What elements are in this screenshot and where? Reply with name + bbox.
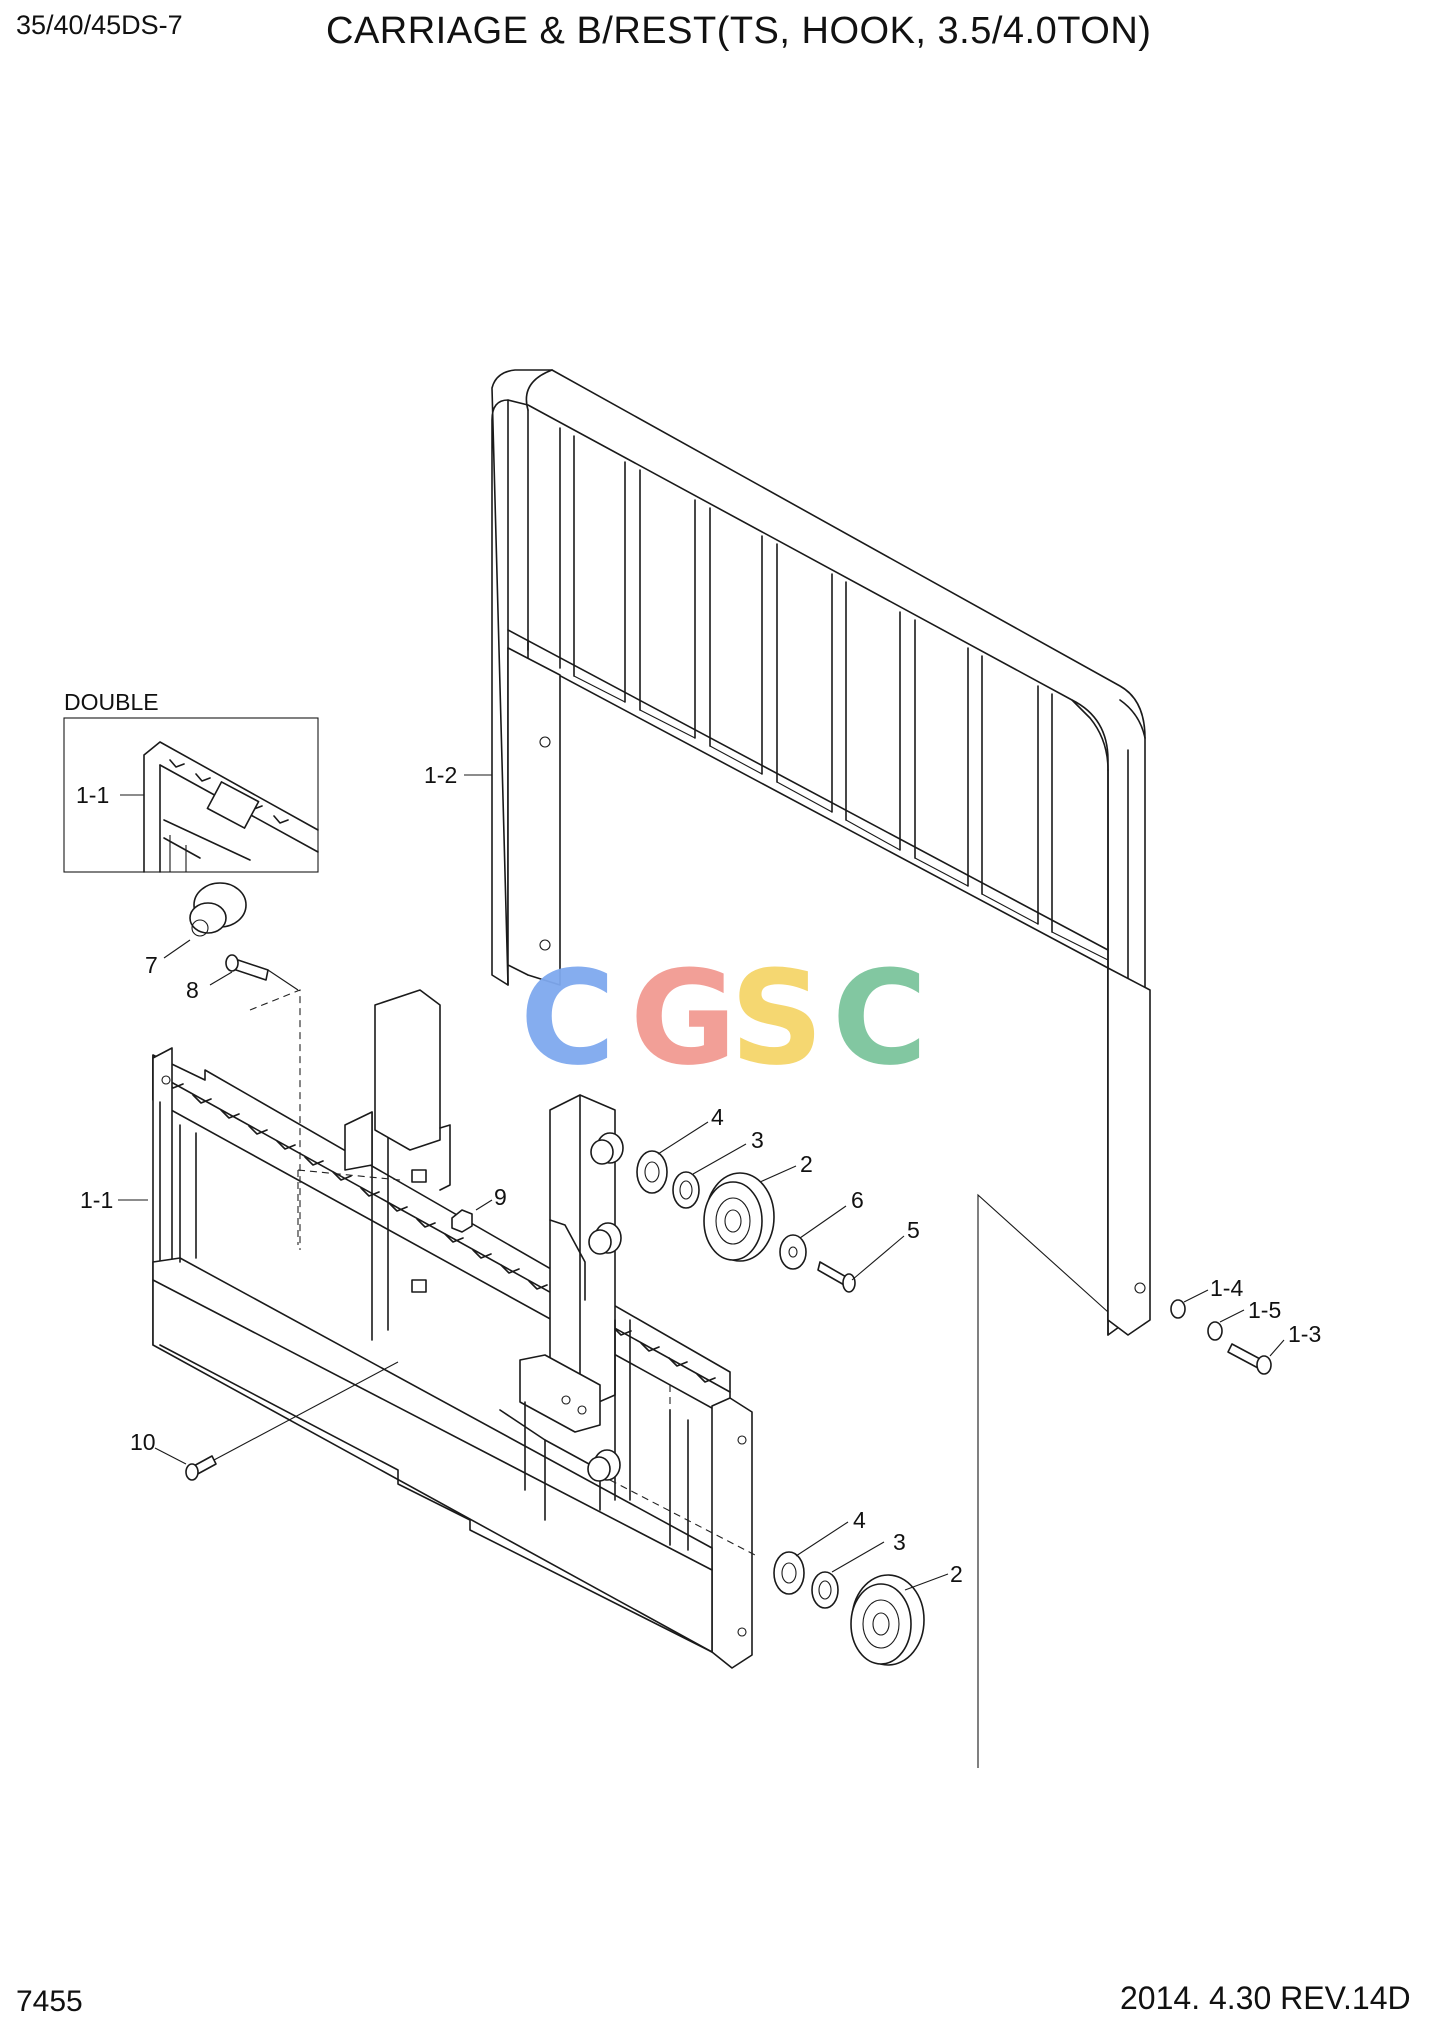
- callout-1-5: 1-5: [1248, 1297, 1281, 1323]
- watermark-letter-c2: C: [832, 942, 927, 1094]
- load-backrest: [491, 369, 1151, 1768]
- lower-roller-stack: [773, 1551, 925, 1666]
- inset-frame: [63, 717, 319, 873]
- callout-1-1: 1-1: [80, 1187, 113, 1213]
- callout-1-3: 1-3: [1288, 1321, 1321, 1347]
- watermark-letter-s: S: [730, 942, 824, 1094]
- inset-label-1-1: 1-1: [76, 782, 109, 808]
- lower-shim: [811, 1571, 839, 1609]
- revision-date: 2014. 4.30 REV.14D: [1120, 1980, 1411, 2016]
- watermark-letter-c1: C: [520, 942, 615, 1094]
- callout-2-upper: 2: [800, 1151, 813, 1177]
- callout-4-lower: 4: [853, 1507, 866, 1533]
- watermark-letter-g: G: [630, 942, 737, 1094]
- cgsc-watermark: C G S C: [520, 942, 927, 1094]
- callout-2-lower: 2: [950, 1561, 963, 1587]
- carriage-assembly: [152, 989, 756, 1669]
- callout-5: 5: [907, 1217, 920, 1243]
- callout-4-upper: 4: [711, 1104, 724, 1130]
- model-code: 35/40/45DS-7: [16, 10, 183, 40]
- callout-8: 8: [186, 977, 199, 1003]
- upper-roller-stack: [636, 1150, 856, 1293]
- callout-10: 10: [130, 1429, 156, 1455]
- small-hardware: [185, 882, 1272, 1481]
- callout-3-lower: 3: [893, 1529, 906, 1555]
- inset-caption: DOUBLE: [64, 689, 159, 715]
- lower-thrust-washer: [773, 1551, 805, 1595]
- inset-detail-double: [63, 717, 319, 873]
- page-title: CARRIAGE & B/REST(TS, HOOK, 3.5/4.0TON): [326, 10, 1152, 52]
- page-number: 7455: [16, 1985, 83, 2018]
- callout-3-upper: 3: [751, 1127, 764, 1153]
- upper-shim: [672, 1171, 700, 1209]
- callout-9: 9: [494, 1184, 507, 1210]
- leader-lines: [118, 774, 1285, 1591]
- callout-1-2: 1-2: [424, 762, 457, 788]
- callout-7: 7: [145, 952, 158, 978]
- upper-thrust-washer: [636, 1150, 668, 1194]
- callout-1-4: 1-4: [1210, 1275, 1243, 1301]
- item-6-washer: [779, 1234, 807, 1270]
- roller-studs: [587, 1132, 624, 1482]
- callout-6: 6: [851, 1187, 864, 1213]
- callout-labels: DOUBLE 1-1 1-2 1-1 7 8 9 10 4 3 2 6 5 1-…: [64, 689, 1321, 1587]
